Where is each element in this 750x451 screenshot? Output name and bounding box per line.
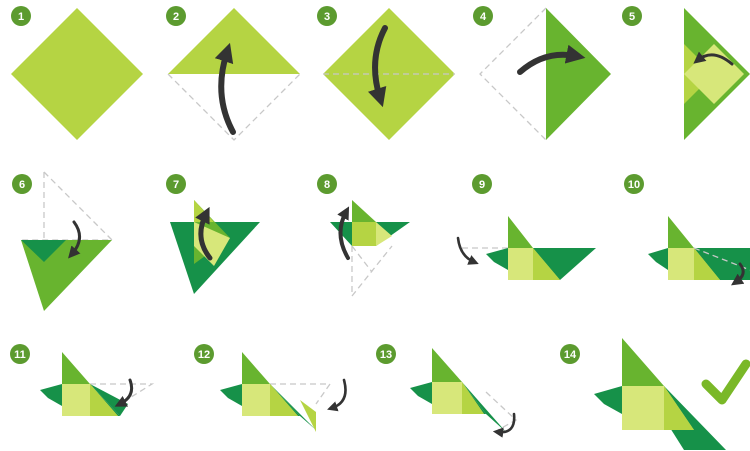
step-6: 6 [12, 172, 112, 311]
step-badge: 14 [560, 344, 580, 364]
step-badge: 1 [11, 6, 31, 26]
step-badge: 12 [194, 344, 214, 364]
step-number: 9 [479, 179, 485, 191]
step-13: 13 [376, 344, 516, 432]
step-number: 4 [480, 11, 487, 23]
bird-tail-tip [300, 400, 316, 432]
step-12: 12 [194, 344, 346, 432]
step-number: 8 [324, 179, 330, 191]
step-badge: 11 [10, 344, 30, 364]
step-badge: 9 [472, 174, 492, 194]
step-badge: 2 [166, 6, 186, 26]
bird-head [410, 382, 432, 404]
step-14: 14 [560, 338, 746, 450]
folded-triangle [168, 8, 300, 74]
step-11: 11 [10, 344, 152, 416]
step-7: 7 [166, 174, 260, 294]
step-badge: 8 [317, 174, 337, 194]
step-badge: 4 [473, 6, 493, 26]
step-badge: 3 [317, 6, 337, 26]
step-3: 3 [317, 6, 455, 140]
step-1: 1 [11, 6, 143, 140]
step-4: 4 [473, 6, 611, 140]
step-badge: 13 [376, 344, 396, 364]
step-number: 5 [629, 11, 635, 23]
curved-arrow-icon [458, 238, 474, 262]
step-8: 8 [317, 174, 410, 296]
bird-head [486, 248, 508, 270]
step-badge: 6 [12, 174, 32, 194]
step-number: 2 [173, 11, 179, 23]
step-9: 9 [458, 174, 596, 280]
step-number: 7 [173, 179, 179, 191]
step-number: 3 [324, 11, 330, 23]
step-number: 13 [380, 349, 392, 361]
step-number: 1 [18, 11, 24, 23]
paper-square [11, 8, 143, 140]
step-10: 10 [624, 174, 750, 282]
bird-head [648, 248, 668, 270]
step-5: 5 [622, 6, 750, 140]
checkmark-icon [706, 364, 746, 400]
step-number: 14 [564, 349, 577, 361]
step-badge: 5 [622, 6, 642, 26]
folded-half [546, 8, 611, 140]
step-2: 2 [166, 6, 300, 140]
step-number: 6 [19, 179, 25, 191]
curved-arrow-icon [332, 380, 346, 408]
step-number: 12 [198, 349, 210, 361]
step-number: 10 [628, 179, 640, 191]
paper-flap [352, 222, 376, 246]
bird-head [220, 384, 242, 406]
step-badge: 7 [166, 174, 186, 194]
step-badge: 10 [624, 174, 644, 194]
step-number: 11 [14, 349, 26, 361]
bird-head [594, 386, 622, 414]
bird-head [40, 384, 62, 406]
